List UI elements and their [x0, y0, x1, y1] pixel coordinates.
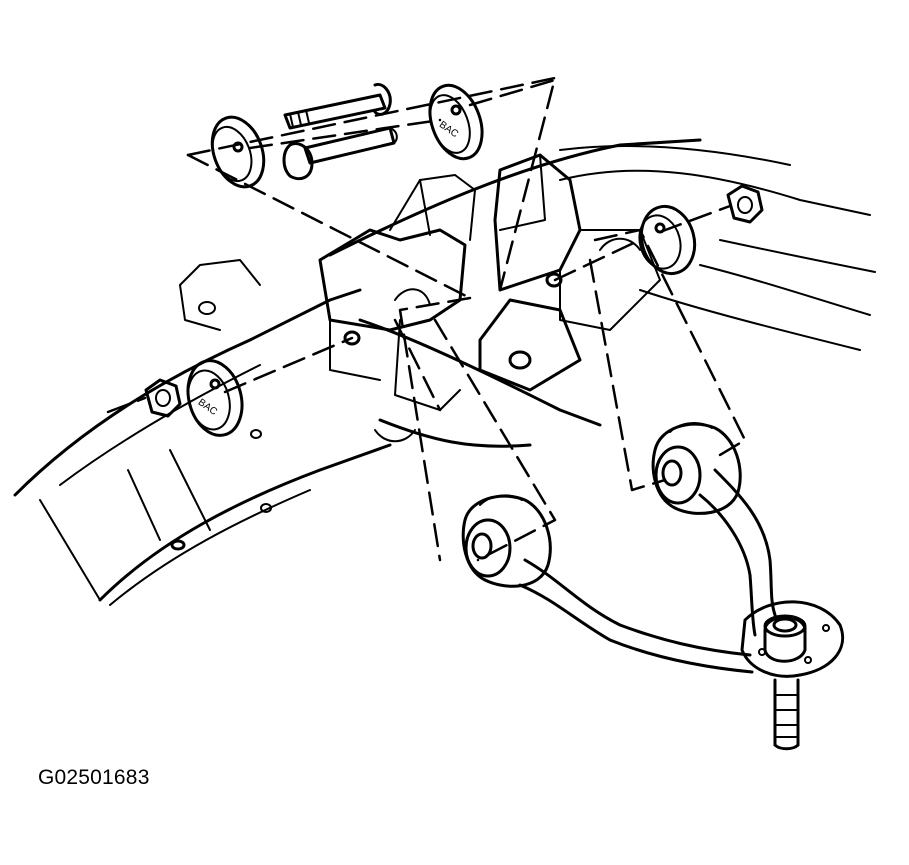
frame-bracket-front — [318, 174, 476, 411]
assembly-guide-lines — [106, 76, 747, 562]
bolt-rear — [283, 82, 392, 130]
nut-rear — [726, 184, 764, 224]
rear-bushing — [651, 422, 742, 515]
upper-control-arm — [518, 468, 845, 678]
ball-joint — [763, 614, 807, 751]
figure-id-label: G02501683 — [38, 766, 150, 789]
washer-stamp-label: BAC — [196, 397, 219, 418]
cam-washer-front-outer — [210, 115, 266, 189]
frame-rail — [13, 138, 876, 606]
nut-front — [144, 378, 182, 418]
washer-stamp-label: BAC — [437, 119, 460, 140]
front-bushing — [461, 494, 552, 588]
frame-bracket-rear — [478, 153, 661, 392]
bolt-front — [282, 126, 398, 181]
